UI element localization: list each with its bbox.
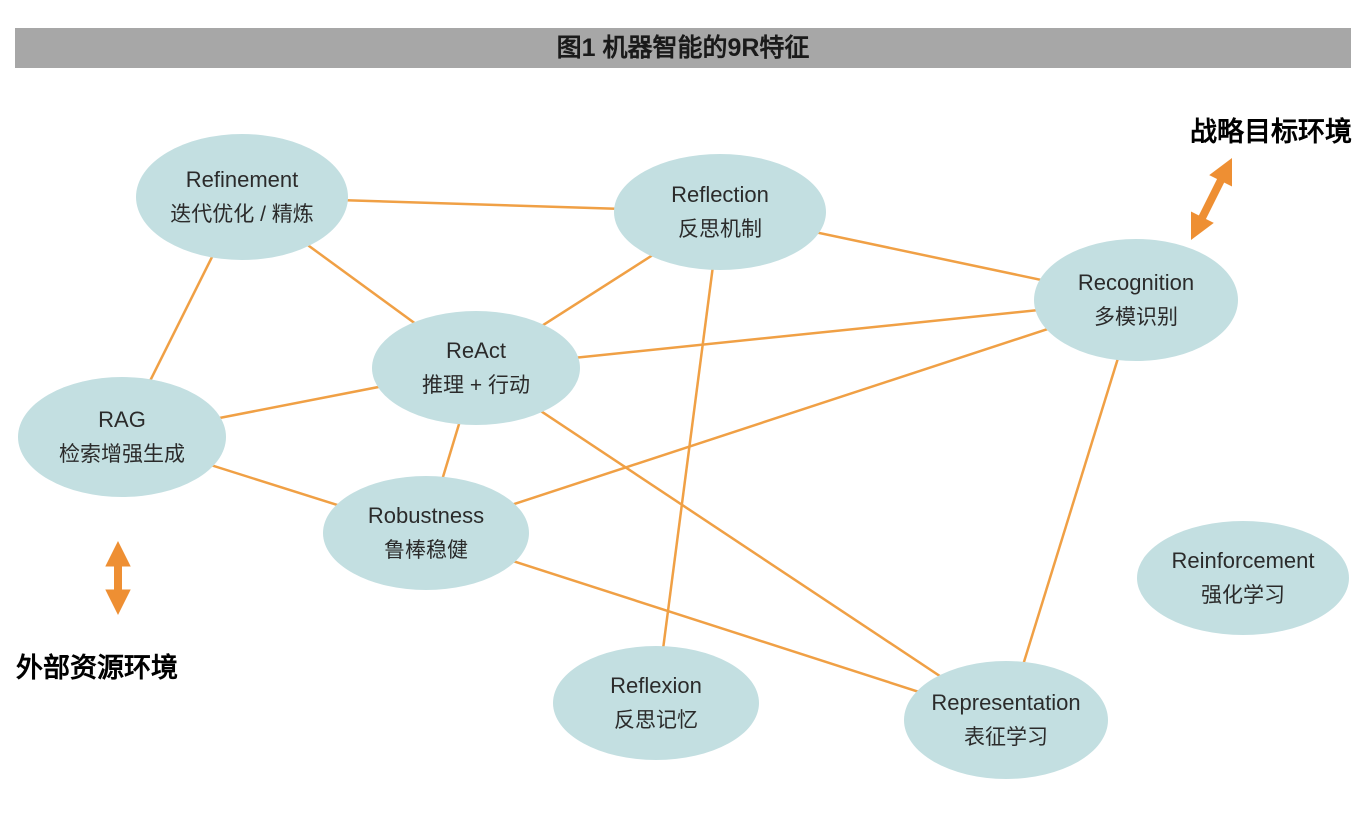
strategic-env-label: 战略目标环境 [1190,117,1352,147]
figure-title: 图1 机器智能的9R特征 [556,34,810,62]
node-recognition: Recognition 多模识别 [1034,239,1238,361]
figure-title-bar: 图1 机器智能的9R特征 [15,28,1351,68]
strategic-env-arrow-icon [1190,157,1233,241]
node-react-label-zh: 推理 + 行动 [422,373,530,397]
node-reinforcement-label-zh: 强化学习 [1201,583,1285,607]
node-rag: RAG 检索增强生成 [18,377,226,497]
node-reflection-label-en: Reflection [671,181,769,207]
node-robustness: Robustness 鲁棒稳健 [323,476,529,590]
node-reflexion-label-zh: 反思记忆 [614,708,698,732]
node-react-label-en: ReAct [446,337,506,363]
edge-line [475,298,1137,370]
external-env-label: 外部资源环境 [16,653,178,683]
node-representation-label-en: Representation [931,689,1081,715]
edge-line [1004,299,1138,721]
node-robustness-label-zh: 鲁棒稳健 [384,538,468,562]
node-reflection: Reflection 反思机制 [614,154,826,270]
node-representation-label-zh: 表征学习 [964,725,1048,749]
edge-line [425,298,1137,535]
edge-line [425,531,1007,722]
node-rag-label-en: RAG [98,406,146,432]
node-refinement-label-zh: 迭代优化 / 精炼 [170,202,314,226]
node-reflexion-label-en: Reflexion [610,672,702,698]
node-reflection-label-zh: 反思机制 [678,217,762,241]
node-reflexion: Reflexion 反思记忆 [553,646,759,760]
node-rag-label-zh: 检索增强生成 [59,442,185,466]
node-refinement-label-en: Refinement [185,166,299,192]
node-refinement: Refinement 迭代优化 / 精炼 [136,134,348,260]
edge-line [475,366,1007,722]
node-recognition-label-en: Recognition [1077,269,1195,295]
node-reinforcement: Reinforcement 强化学习 [1137,521,1349,635]
edge-line [654,211,722,704]
edge-lines-group [120,195,1138,722]
node-recognition-label-zh: 多模识别 [1094,305,1178,329]
node-react: ReAct 推理 + 行动 [372,311,580,425]
node-reinforcement-label-en: Reinforcement [1171,547,1315,573]
node-representation: Representation 表征学习 [904,661,1108,779]
node-robustness-label-en: Robustness [367,502,485,528]
